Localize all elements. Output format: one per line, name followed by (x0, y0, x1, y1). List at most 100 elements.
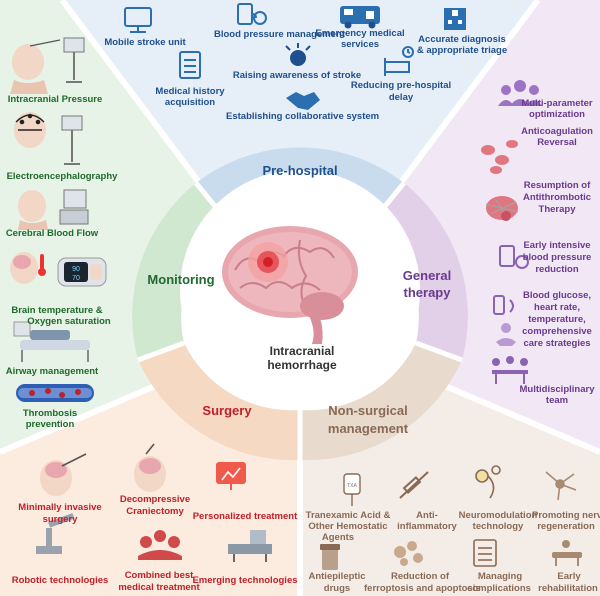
nonsurgical-antiinflammatory-1: Anti- (416, 510, 438, 521)
general-anti-1: Anticoagulation (521, 126, 593, 137)
eeg-icon (14, 112, 83, 165)
surgery-combined-1: Combined best (124, 570, 194, 581)
thrombus-icon (485, 196, 519, 221)
rehabilitation-icon (552, 540, 582, 566)
nonsurgical-complications-1: Managing (477, 571, 523, 582)
prehospital-diagnosis-1: Accurate diagnosis (418, 34, 506, 45)
brain-awareness-icon (285, 43, 311, 66)
general-resumption-3: Therapy (538, 204, 576, 215)
general-glucose-4: comprehensive (522, 326, 592, 337)
clipboard-icon (179, 51, 201, 79)
monitor-icon (124, 7, 152, 33)
general-glucose-2: heart rate, (534, 302, 580, 313)
ambulance-icon (340, 6, 380, 29)
nonsurgical-txa-1: Tranexamic Acid & (305, 510, 391, 521)
nonsurgical-antiepileptic-2: drugs (323, 583, 351, 594)
general-team-2: team (545, 395, 569, 406)
section-nonsurgical-label-1: Non-surgical (328, 403, 408, 418)
prehospital-diagnosis-2: & appropriate triage (416, 45, 508, 56)
oximeter-readout-b: 70 (72, 275, 80, 282)
surgery-mis-2: surgery (42, 514, 78, 525)
section-monitoring-label: Monitoring (147, 272, 215, 287)
ring-nonsurgical (300, 343, 462, 461)
nonsurgical-nerve-2: regeneration (537, 521, 595, 532)
pill-bottle-icon (320, 544, 340, 570)
surgery-dc-2: Craniectomy (126, 506, 184, 517)
monitoring-temp-2: Oxygen saturation (27, 316, 111, 327)
general-resumption-1: Resumption of (523, 180, 591, 191)
general-early-2: blood pressure (522, 252, 592, 263)
handshake-icon (286, 92, 320, 110)
oximeter-icon (57, 257, 107, 287)
prehospital-ems-1: Emergency medical (315, 28, 405, 39)
neuromodulation-icon (475, 465, 501, 499)
iv-bag-label: TXA (347, 483, 357, 489)
combined-care-icon (138, 530, 182, 560)
prehospital-ems-2: services (340, 39, 380, 50)
general-glucose-1: Blood glucose, (522, 290, 592, 301)
nonsurgical-txa-2: Other Hemostatic (308, 521, 388, 532)
general-glucose-3: temperature, (528, 314, 586, 325)
prehospital-history-2: acquisition (164, 97, 216, 108)
blood-cells-icon (481, 140, 518, 174)
prehospital-history-1: Medical history (155, 86, 225, 97)
section-nonsurgical-label-2: management (327, 421, 409, 436)
nonsurgical-ferroptosis-1: Reduction of (390, 571, 450, 582)
general-early-1: Early intensive (523, 240, 591, 251)
general-early-3: reduction (535, 264, 579, 275)
nonsurgical-txa-3: Agents (321, 532, 355, 543)
surgery-mis-1: Minimally invasive (18, 502, 102, 513)
nonsurgical-ferroptosis-2: ferroptosis and apoptosis (364, 583, 481, 594)
oximeter-readout-a: 90 (72, 266, 80, 273)
center-label-1: Intracranial (269, 344, 335, 358)
nonsurgical-rehab-1: Early (557, 571, 581, 582)
syringe-icon (399, 471, 429, 499)
blood-vessel-icon (16, 384, 94, 402)
prehospital-delay-2: delay (388, 92, 414, 103)
section-general-label-1: General (402, 268, 452, 283)
hospital-bed-icon (13, 321, 90, 362)
personalized-screen-icon (216, 462, 246, 490)
surgery-combined-2: medical treatment (118, 582, 200, 593)
section-prehospital-label: Pre-hospital (262, 163, 338, 178)
team-meeting-icon (492, 356, 528, 384)
surgery-emerging: Emerging technologies (192, 575, 298, 586)
monitoring-cbf: Cerebral Blood Flow (5, 228, 99, 239)
nonsurgical-neuromodulation-1: Neuromodulation (458, 510, 538, 521)
brain-illustration (222, 226, 358, 344)
prehospital-mobile-stroke-unit: Mobile stroke unit (104, 37, 186, 48)
monitoring-icp: Intracranial Pressure (7, 94, 103, 105)
nonsurgical-antiepileptic-1: Antiepileptic (308, 571, 366, 582)
section-general-label-2: therapy (403, 285, 451, 300)
monitoring-thrombosis-2: prevention (25, 419, 75, 430)
surgery-robotic: Robotic technologies (11, 575, 109, 586)
clock-bed-icon (384, 46, 414, 76)
nonsurgical-antiinflammatory-2: inflammatory (397, 521, 457, 532)
monitoring-eeg: Electroencephalography (6, 171, 118, 182)
glucose-icon (493, 295, 514, 315)
prehospital-delay-1: Reducing pre-hospital (350, 80, 452, 91)
general-glucose-5: care strategies (523, 338, 591, 349)
section-surgery-label: Surgery (202, 403, 252, 418)
nonsurgical-rehab-2: rehabilitation (538, 583, 598, 594)
general-anti-2: Reversal (537, 137, 577, 148)
robot-arm-icon (36, 513, 75, 554)
nonsurgical-complications-2: complications (467, 583, 531, 594)
cells-icon (394, 541, 423, 566)
bp-monitor-icon (499, 245, 529, 269)
emerging-tech-icon (228, 530, 272, 562)
nonsurgical-nerve-1: Promoting nerve (532, 510, 600, 521)
care-hands-icon (496, 323, 516, 346)
monitoring-temp-1: Brain temperature & (11, 305, 103, 316)
people-group-icon (498, 80, 542, 106)
general-multi-1: Multi-parameter (521, 98, 593, 109)
checklist-icon (473, 539, 497, 567)
neuron-icon (545, 471, 577, 501)
ring-surgery (138, 343, 300, 461)
general-resumption-2: Antithrombotic (522, 192, 592, 203)
icp-patient-icon (10, 37, 85, 94)
general-multi-2: optimization (529, 109, 585, 120)
iv-bag-icon (343, 473, 361, 506)
